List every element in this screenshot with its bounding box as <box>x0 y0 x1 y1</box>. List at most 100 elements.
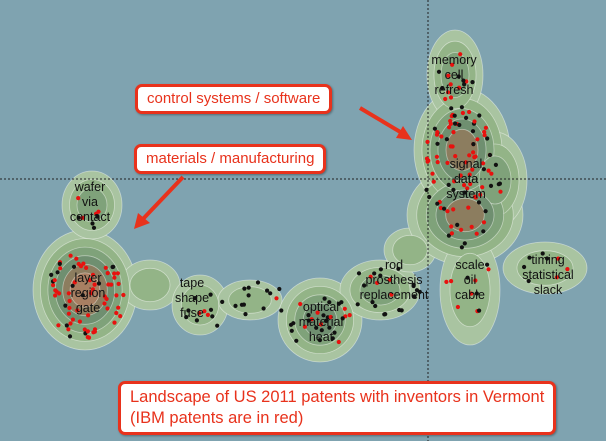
patent-point <box>399 308 404 313</box>
patent-point <box>49 272 54 277</box>
patent-point <box>112 275 117 280</box>
patent-point <box>327 325 332 330</box>
contour-blob <box>445 128 479 172</box>
patent-point <box>485 136 490 141</box>
contour-blob <box>129 267 171 303</box>
patent-point <box>116 281 121 286</box>
contour-blob <box>440 52 470 98</box>
patent-point <box>482 133 487 138</box>
patent-point <box>314 325 319 330</box>
patent-point <box>53 288 58 293</box>
patent-point <box>478 192 483 197</box>
patent-point <box>447 125 452 130</box>
patent-point <box>449 231 454 236</box>
caption-line-1: Landscape of US 2011 patents with invent… <box>130 388 545 406</box>
patent-point <box>95 214 100 219</box>
patent-point <box>467 172 472 177</box>
patent-point <box>91 225 97 230</box>
patent-point <box>370 300 375 305</box>
patent-point <box>455 304 460 310</box>
patent-point <box>66 291 71 296</box>
patent-point <box>80 293 85 298</box>
cluster-label-signal: signal data system <box>446 157 486 201</box>
patent-point <box>435 160 440 165</box>
patent-point <box>66 327 71 332</box>
patent-point <box>445 209 450 214</box>
patent-point <box>66 311 71 316</box>
patent-point <box>57 261 62 266</box>
patent-point <box>427 194 432 200</box>
patent-point <box>452 179 457 184</box>
callout-materials: materials / manufacturing <box>134 144 327 174</box>
cluster-label-timing: timing statistical slack <box>522 253 574 297</box>
patent-point <box>448 144 453 149</box>
patent-point <box>339 300 344 305</box>
patent-point <box>480 185 485 190</box>
patent-point <box>68 253 73 258</box>
patent-point <box>336 339 341 345</box>
callout-arrows <box>134 106 412 229</box>
patent-point <box>90 221 95 226</box>
cluster-label-optical: optical material heat <box>298 300 344 344</box>
patent-point <box>489 171 494 176</box>
patent-point <box>456 74 461 79</box>
patent-point <box>467 153 472 158</box>
patent-point <box>202 309 207 314</box>
patent-point <box>103 265 108 270</box>
patent-point <box>315 310 320 315</box>
patent-point <box>289 328 294 333</box>
patent-point <box>76 196 81 201</box>
patent-point <box>274 296 279 301</box>
patent-point <box>194 318 199 323</box>
contour-blob <box>449 252 491 328</box>
patent-point <box>463 160 468 165</box>
patent-point <box>481 220 487 225</box>
patent-point <box>86 313 91 318</box>
contour-blob <box>478 155 512 205</box>
patent-point <box>92 329 97 334</box>
patent-point <box>481 229 486 234</box>
patent-point <box>462 82 467 87</box>
patent-point <box>458 52 463 57</box>
patent-point <box>483 125 488 130</box>
patent-point <box>451 207 456 212</box>
patent-point <box>291 321 296 326</box>
patent-point <box>465 275 470 280</box>
patent-point <box>471 142 476 147</box>
patent-point <box>448 82 453 87</box>
patent-point <box>215 323 220 328</box>
patent-point <box>459 245 464 250</box>
patent-point <box>55 270 60 275</box>
patent-point <box>497 181 502 186</box>
patent-point <box>328 314 333 320</box>
patent-points <box>49 52 570 345</box>
patent-point <box>482 129 487 135</box>
patent-point <box>378 267 383 272</box>
patent-point <box>470 167 475 172</box>
patent-point <box>470 80 475 85</box>
patent-point <box>85 335 90 340</box>
patent-point <box>450 62 455 67</box>
patent-point <box>486 168 491 173</box>
patent-point <box>327 300 332 305</box>
patent-point <box>87 278 92 283</box>
patent-point <box>522 264 527 270</box>
patent-point <box>112 320 117 325</box>
cluster-label-rod: rod prosthesis replacement <box>359 258 429 302</box>
patent-point <box>261 306 266 311</box>
patent-point <box>92 282 97 287</box>
patent-point <box>112 271 117 276</box>
patent-point <box>306 313 311 318</box>
patent-point <box>197 311 202 316</box>
patent-point <box>481 161 486 166</box>
patent-point <box>372 271 377 276</box>
patent-point <box>565 267 570 272</box>
patent-point <box>467 109 472 115</box>
patent-point <box>488 183 494 188</box>
patent-point <box>378 273 383 278</box>
patent-point <box>110 264 115 270</box>
patent-point <box>208 307 214 312</box>
patent-point <box>451 187 456 192</box>
patent-point <box>318 322 324 327</box>
